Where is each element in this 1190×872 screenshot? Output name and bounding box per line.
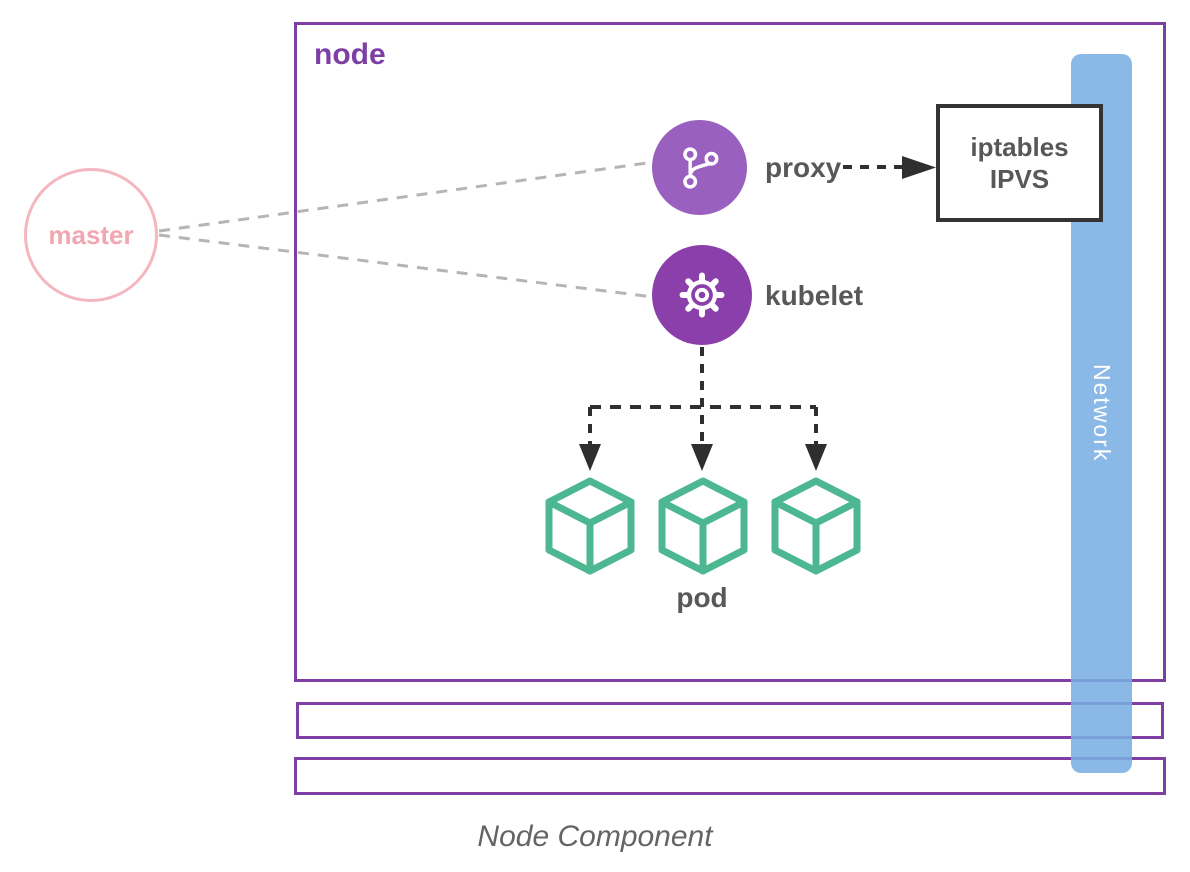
pod-label: pod bbox=[676, 582, 728, 613]
caption: Node Component bbox=[477, 820, 713, 853]
cube-icon bbox=[658, 477, 748, 575]
node-stack-bar-2 bbox=[294, 757, 1166, 795]
master-label: master bbox=[48, 219, 134, 250]
git-branch-icon bbox=[682, 146, 718, 189]
cube-icon bbox=[545, 477, 635, 575]
kubelet-label: kubelet bbox=[765, 280, 864, 311]
master-circle: master bbox=[24, 168, 158, 302]
network-label: Network bbox=[1089, 364, 1115, 463]
kubelet-circle bbox=[652, 245, 752, 345]
proxy-circle bbox=[652, 120, 747, 215]
iptables-box: iptables IPVS bbox=[936, 104, 1103, 222]
cube-icon bbox=[771, 477, 861, 575]
ipvs-label: IPVS bbox=[989, 164, 1050, 194]
iptables-label: iptables bbox=[970, 131, 1069, 162]
proxy-label: proxy bbox=[765, 152, 842, 183]
gear-icon bbox=[679, 272, 725, 318]
node-label: node bbox=[314, 38, 386, 71]
node-stack-bar-1 bbox=[296, 702, 1164, 739]
